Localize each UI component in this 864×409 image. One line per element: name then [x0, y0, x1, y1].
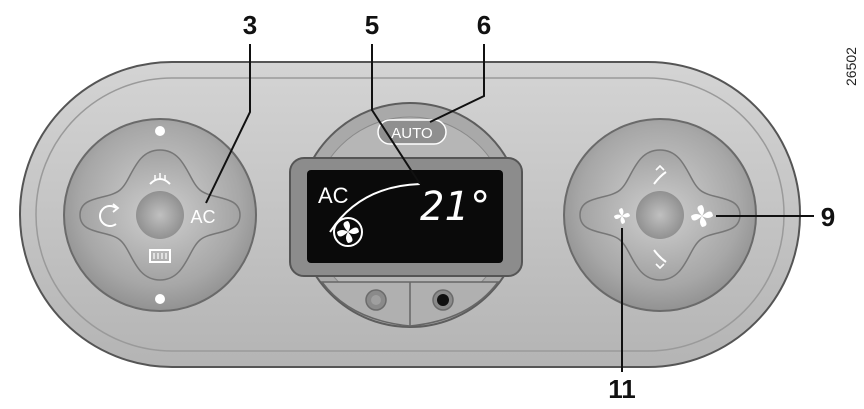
lower-buttons — [320, 281, 500, 327]
recirculation-icon[interactable] — [99, 203, 120, 227]
bottom-indicator-dot — [155, 294, 165, 304]
rear-defrost-icon[interactable] — [149, 249, 171, 263]
auto-button-label: AUTO — [391, 125, 432, 142]
callout-6: 6 — [477, 10, 491, 40]
ac-button[interactable]: AC — [190, 207, 215, 227]
fan-speed-bar — [329, 183, 421, 233]
air-distribution-up-icon[interactable] — [653, 164, 667, 185]
callout-5-leader — [371, 44, 421, 185]
center-display-unit: AUTO AC 21° — [289, 102, 523, 328]
ac-button-label: AC — [190, 207, 215, 227]
auto-button[interactable]: AUTO — [377, 119, 447, 145]
callout-11: 11 — [608, 374, 636, 404]
air-distribution-down-icon[interactable] — [653, 249, 667, 270]
left-control-knob: AC — [63, 118, 257, 312]
front-defrost-icon[interactable] — [149, 173, 171, 185]
lower-right-button[interactable] — [432, 289, 454, 311]
fan-low-icon[interactable] — [614, 208, 630, 224]
lcd-display: AC 21° — [307, 170, 503, 263]
lcd-temperature: 21° — [420, 184, 492, 230]
fan-high-icon[interactable] — [691, 205, 713, 227]
top-indicator-dot — [155, 126, 165, 136]
callout-leaders — [205, 44, 814, 372]
callout-9: 9 — [821, 202, 835, 232]
lcd-mode-label: AC — [318, 183, 349, 208]
callout-6-leader — [429, 44, 485, 123]
callout-3: 3 — [243, 10, 257, 40]
callout-5: 5 — [365, 10, 379, 40]
fan-icon — [333, 217, 363, 247]
callout-3-leader — [205, 44, 251, 204]
reference-number: 26502 — [843, 47, 859, 86]
lower-left-button[interactable] — [365, 289, 387, 311]
